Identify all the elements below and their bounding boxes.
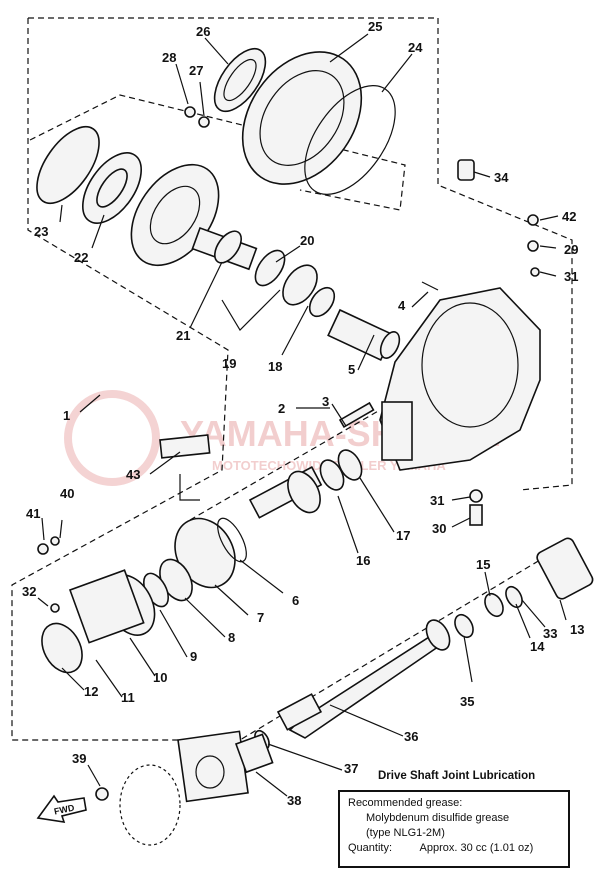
callout-1: 1 (63, 408, 70, 423)
callout-18: 18 (268, 359, 282, 374)
recommended-label: Recommended grease: (348, 797, 463, 809)
callout-23: 23 (34, 224, 48, 239)
leader-lines (37, 33, 567, 797)
callout-28: 28 (162, 50, 176, 65)
callout-36: 36 (404, 729, 418, 744)
callout-32: 32 (22, 584, 36, 599)
callout-41: 41 (26, 506, 40, 521)
callout-15: 15 (476, 557, 490, 572)
callout-labels: 1 2 3 4 5 6 7 8 9 10 11 12 13 14 15 16 1… (22, 19, 584, 808)
callout-11: 11 (121, 690, 135, 705)
callout-42: 42 (562, 209, 576, 224)
grease-info-box: Recommended grease: Molybdenum disulfide… (338, 790, 570, 868)
drive-shaft-assembly (95, 537, 594, 846)
callout-39: 39 (72, 751, 86, 766)
callout-3: 3 (322, 394, 329, 409)
fwd-arrow-icon: FWD (36, 794, 87, 823)
callout-16: 16 (356, 553, 370, 568)
callout-34: 34 (494, 170, 509, 185)
callout-30: 30 (432, 521, 446, 536)
callout-31-lower: 31 (430, 493, 444, 508)
grease-name: Molybdenum disulfide grease (366, 812, 510, 824)
callout-38: 38 (287, 793, 301, 808)
callout-24: 24 (408, 40, 423, 55)
pinion-assembly (37, 434, 363, 674)
group-outlines (11, 17, 573, 741)
callout-19: 19 (222, 356, 236, 371)
callout-7: 7 (257, 610, 264, 625)
callout-27: 27 (189, 63, 203, 78)
callout-12: 12 (84, 684, 98, 699)
callout-43: 43 (126, 467, 140, 482)
quantity-row: Quantity: Approx. 30 cc (1.01 oz) (348, 841, 560, 856)
callout-20: 20 (300, 233, 314, 248)
callout-33: 33 (543, 626, 557, 641)
callout-9: 9 (190, 649, 197, 664)
quantity-value: Approx. 30 cc (1.01 oz) (419, 842, 534, 854)
callout-21: 21 (176, 328, 190, 343)
callout-2: 2 (278, 401, 285, 416)
callout-31-upper: 31 (564, 269, 578, 284)
callout-13: 13 (570, 622, 584, 637)
gear-case (327, 159, 541, 526)
callout-37: 37 (344, 761, 358, 776)
fwd-label: FWD (53, 802, 76, 816)
ring-gear-assembly (36, 47, 396, 318)
callout-8: 8 (228, 630, 235, 645)
lubrication-title: Drive Shaft Joint Lubrication (378, 770, 536, 782)
callout-40: 40 (60, 486, 74, 501)
callout-5: 5 (348, 362, 355, 377)
callout-29: 29 (564, 242, 578, 257)
callout-14: 14 (530, 639, 545, 654)
callout-4: 4 (398, 298, 406, 313)
callout-17: 17 (396, 528, 410, 543)
callout-22: 22 (74, 250, 88, 265)
callout-6: 6 (292, 593, 299, 608)
callout-25: 25 (368, 19, 382, 34)
callout-10: 10 (153, 670, 167, 685)
callout-26: 26 (196, 24, 210, 39)
quantity-label: Quantity: (348, 842, 393, 854)
grease-type: (type NLG1-2M) (366, 827, 445, 839)
callout-35: 35 (460, 694, 474, 709)
